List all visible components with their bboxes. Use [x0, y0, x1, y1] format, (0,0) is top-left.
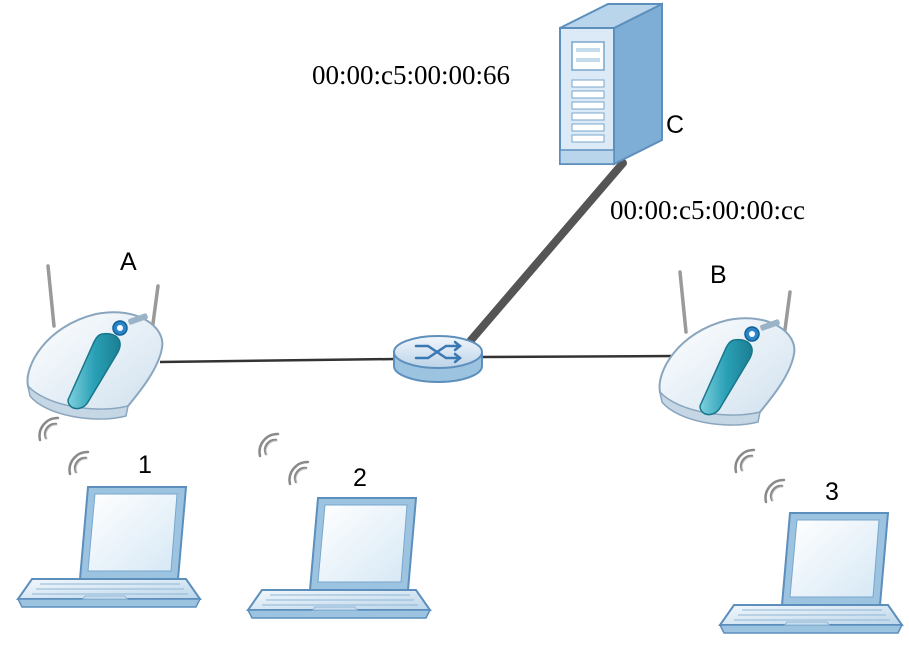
lan-link-b — [479, 354, 676, 359]
client-2-label: 2 — [353, 464, 367, 492]
lan-link-a — [159, 357, 397, 364]
wireless-waves-icon — [38, 416, 60, 442]
client-1-label: 1 — [138, 451, 152, 479]
access-point-a-icon — [25, 264, 165, 421]
link-mac-label: 00:00:c5:00:00:cc — [610, 195, 805, 225]
server-icon — [559, 2, 663, 166]
wireless-waves-icon — [764, 478, 786, 504]
switch-icon — [393, 335, 483, 383]
laptop-3-icon — [719, 512, 903, 634]
server-label: C — [666, 111, 684, 139]
wireless-waves-icon — [258, 432, 280, 458]
server-link — [462, 159, 627, 350]
access-point-b-icon — [657, 270, 797, 427]
laptop-1-icon — [17, 486, 201, 608]
wireless-waves-icon — [734, 448, 756, 474]
access-point-a-label: A — [120, 248, 137, 276]
client-3-label: 3 — [825, 478, 839, 506]
server-mac-label: 00:00:c5:00:00:66 — [312, 60, 510, 90]
access-point-b-label: B — [710, 261, 727, 289]
laptop-2-icon — [247, 497, 431, 619]
wireless-waves-icon — [68, 450, 90, 476]
wireless-waves-icon — [288, 460, 310, 486]
